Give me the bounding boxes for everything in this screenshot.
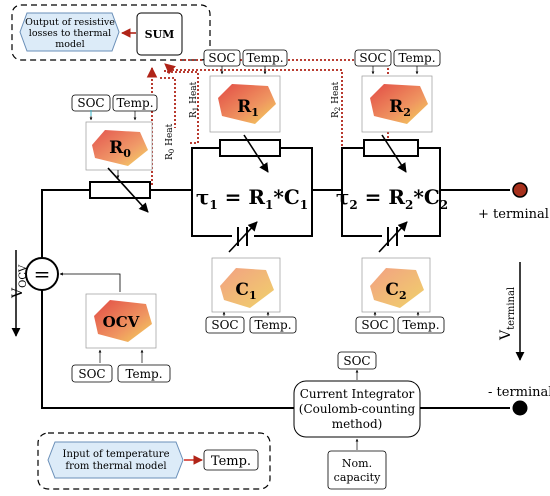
r0-map-sub: 0 [123,147,131,160]
r2-block: SOC Temp. R2 [354,49,441,133]
tau2-block: τ2 = R2*C2 [312,134,448,253]
r0-soc-input: SOC [77,96,104,110]
svg-text:R2: R2 [389,97,411,119]
c2-map-label: C [385,280,399,300]
r0-temp-input: Temp. [116,96,153,110]
r2-map-label: R [389,97,404,117]
r2-heat-label: R2 Heat [331,81,342,118]
c1-map-sub: 1 [249,289,257,302]
tau1-block: τ1 = R1*C1 [191,134,313,253]
v-ocv-sub: OCV [18,264,29,288]
legend-temp-label: Temp. [211,454,251,469]
legend-input-line1: Input of temperature [63,449,170,460]
svg-text:R1: R1 [237,97,259,119]
r0-block: SOC Temp. R0 [71,94,158,213]
r2-map-sub: 2 [403,106,411,119]
c1-map-label: C [235,280,249,300]
plus-terminal-label: + terminal [478,207,549,222]
v-terminal: Vterminal [498,262,525,361]
plus-terminal: + terminal [478,182,549,222]
ocv-map-label: OCV [103,313,140,331]
tau2-equation: τ2 = R2*C2 [336,185,448,212]
c1-soc-input: SOC [211,318,238,332]
ci-soc-output: SOC [343,354,370,368]
r1-heat-label: R1 Heat [189,81,200,118]
ocv-temp-input: Temp. [125,367,162,381]
ocv-source: = VOCV [10,250,121,337]
nom-line2: capacity [334,471,381,484]
nom-line1: Nom. [342,457,372,470]
legend-output-line3: model [55,39,84,50]
r1-block: SOC Temp. R1 [203,49,288,133]
r1-temp-input: Temp. [246,51,283,65]
ocv-soc-input: SOC [78,367,105,381]
c2-capacitor [378,221,408,253]
legend-output-line2: losses to thermal [29,28,111,39]
c2-soc-input: SOC [361,318,388,332]
c2-temp-input: Temp. [402,318,439,332]
r1-map-label: R [237,97,252,117]
c2-block: C2 SOC Temp. [355,257,445,334]
svg-text:Vterminal: Vterminal [498,287,517,341]
c1-temp-input: Temp. [254,318,291,332]
v-terminal-sub: terminal [506,287,517,330]
c1-capacitor [228,221,258,253]
minus-terminal-label: - terminal [488,385,550,400]
ci-line2: (Coulomb-counting [299,402,416,416]
legend-output-line1: Output of resistive [25,17,115,28]
minus-terminal: - terminal [488,385,550,416]
svg-text:C2: C2 [385,280,406,302]
v-terminal-label: V [498,329,514,341]
r1-soc-input: SOC [208,51,235,65]
svg-text:VOCV: VOCV [10,264,29,299]
legend-input-line2: from thermal model [65,461,166,472]
ocv-block: OCV SOC Temp. [71,293,171,383]
c1-block: C1 SOC Temp. [205,257,297,334]
tau1-equation: τ1 = R1*C1 [196,185,308,212]
svg-text:C1: C1 [235,280,256,302]
ci-line1: Current Integrator [300,387,415,401]
sum-label: SUM [145,28,175,41]
svg-text:R0: R0 [109,138,131,160]
r0-map-label: R [109,138,124,158]
ocv-source-symbol: = [34,262,51,286]
legend-input-box: Input of temperature from thermal model … [37,432,271,490]
r0-heat-label: R0 Heat [165,123,176,160]
legend-output-box: Output of resistive losses to thermal mo… [11,4,211,61]
r2-temp-input: Temp. [398,51,435,65]
r2-soc-input: SOC [359,51,386,65]
v-ocv-label: V [10,287,26,299]
c2-map-sub: 2 [399,289,407,302]
current-integrator: SOC Current Integrator (Coulomb-counting… [293,351,421,490]
r1-map-sub: 1 [251,106,259,119]
ci-line3: method) [332,417,383,431]
